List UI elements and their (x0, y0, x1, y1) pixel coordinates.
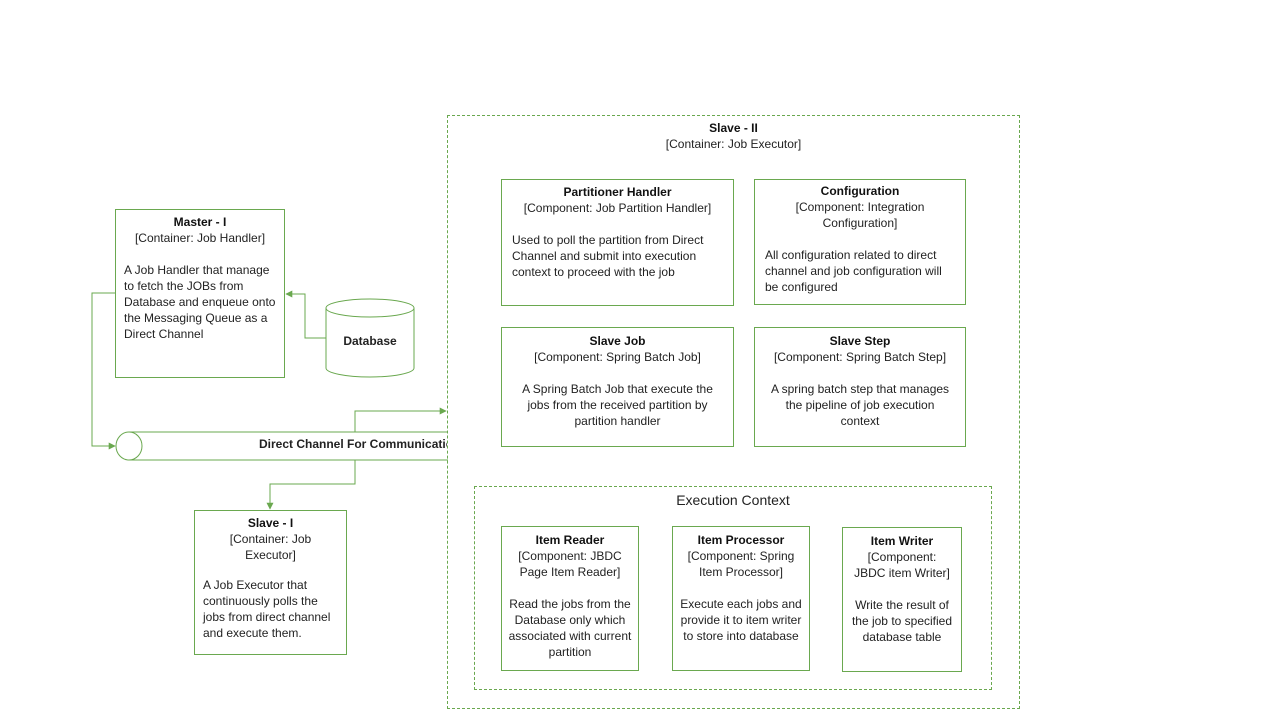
item-reader-description: Read the jobs from the Database only whi… (508, 597, 632, 659)
configuration-subtitle: [Component: Integration Configuration] (795, 200, 925, 230)
slave2-title: Slave - II (709, 121, 758, 135)
partitioner-box: Partitioner Handler [Component: Job Part… (501, 179, 734, 306)
item-reader-title: Item Reader (535, 533, 605, 547)
slave-job-box: Slave Job [Component: Spring Batch Job] … (501, 327, 734, 447)
item-processor-description: Execute each jobs and provide it to item… (680, 597, 802, 643)
execution-context-container (474, 486, 992, 690)
partitioner-title: Partitioner Handler (563, 185, 672, 199)
slave1-box: Slave - I [Container: Job Executor] A Jo… (194, 510, 347, 655)
configuration-box: Configuration [Component: Integration Co… (754, 179, 966, 305)
slave2-container (447, 115, 1020, 709)
slave-step-title: Slave Step (829, 334, 891, 348)
master-subtitle: [Container: Job Handler] (134, 231, 266, 245)
slave-job-subtitle: [Component: Spring Batch Job] (534, 350, 701, 364)
master-description: A Job Handler that manage to fetch the J… (124, 263, 276, 341)
slave1-description: A Job Executor that continuously polls t… (203, 578, 331, 640)
item-processor-title: Item Processor (697, 533, 785, 547)
db-to-master-arrow (285, 290, 326, 339)
slave2-subtitle: [Container: Job Executor] (665, 137, 802, 151)
database-label: Database (343, 334, 397, 348)
item-reader-box: Item Reader [Component: JBDC Page Item R… (501, 526, 639, 671)
slave-job-title: Slave Job (589, 334, 646, 348)
slave1-subtitle: [Container: Job Executor] (229, 532, 312, 562)
item-writer-description: Write the result of the job to specified… (851, 598, 953, 644)
item-writer-box: Item Writer [Component: JBDC item Writer… (842, 527, 962, 672)
partitioner-subtitle: [Component: Job Partition Handler] (523, 201, 712, 215)
slave2-header: Slave - II [Container: Job Executor] (447, 120, 1020, 152)
channel-pipe-icon (115, 431, 448, 461)
item-writer-subtitle: [Component: JBDC item Writer] (854, 550, 950, 580)
configuration-description: All configuration related to direct chan… (765, 248, 942, 294)
channel-to-slave1-arrow (266, 460, 356, 510)
item-reader-subtitle: [Component: JBDC Page Item Reader] (518, 549, 622, 579)
slave-step-subtitle: [Component: Spring Batch Step] (773, 350, 947, 364)
item-writer-title: Item Writer (870, 534, 934, 548)
configuration-title: Configuration (820, 184, 900, 198)
slave1-title: Slave - I (247, 516, 294, 530)
master-to-channel-arrow (91, 292, 116, 450)
channel-label: Direct Channel For Communication (259, 437, 447, 451)
execution-context-title: Execution Context (676, 492, 790, 508)
master-title: Master - I (173, 215, 227, 229)
item-processor-subtitle: [Component: Spring Item Processor] (687, 549, 795, 579)
database-cylinder-icon (325, 298, 415, 378)
master-box: Master - I [Container: Job Handler] A Jo… (115, 209, 285, 378)
slave-step-box: Slave Step [Component: Spring Batch Step… (754, 327, 966, 447)
item-processor-box: Item Processor [Component: Spring Item P… (672, 526, 810, 671)
slave-step-description: A spring batch step that manages the pip… (770, 382, 950, 428)
partitioner-description: Used to poll the partition from Direct C… (512, 233, 704, 279)
slave-job-description: A Spring Batch Job that execute the jobs… (522, 382, 713, 428)
channel-to-slave2-arrow (354, 407, 447, 432)
